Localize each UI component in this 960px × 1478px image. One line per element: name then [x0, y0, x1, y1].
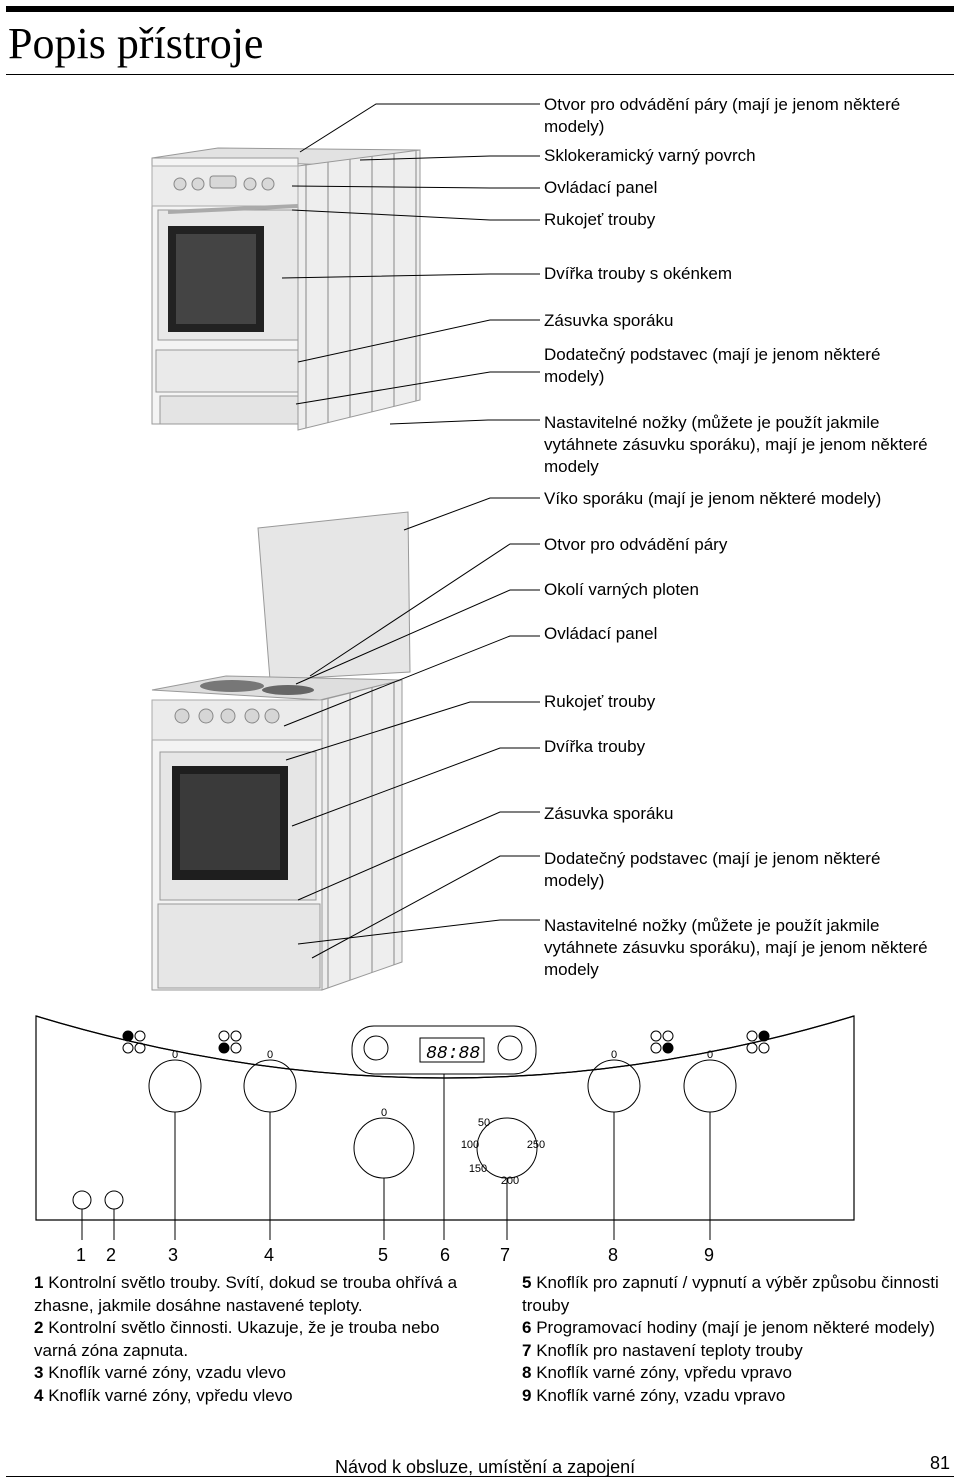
label-adjustable-feet-2: Nastavitelné nožky (můžete je použít jak… [544, 916, 928, 979]
panel-number-5: 5 [378, 1245, 389, 1265]
label-ceramic-hob: Sklokeramický varný povrch [544, 146, 756, 165]
title-rule [6, 74, 954, 75]
svg-text:0: 0 [611, 1049, 617, 1061]
panel-number-8: 8 [608, 1245, 619, 1265]
panel-number-3: 3 [168, 1245, 179, 1265]
label-oven-door: Dvířka trouby [544, 737, 646, 756]
lower-leader-lines [283, 497, 540, 959]
legend-item: 8 Knoflík varné zóny, vpředu vpravo [522, 1363, 792, 1382]
svg-text:150: 150 [469, 1163, 487, 1175]
oven-lamp-icon [72, 1190, 92, 1210]
svg-text:50: 50 [478, 1117, 490, 1129]
legend-item: 4 Knoflík varné zóny, vpředu vlevo [34, 1385, 293, 1405]
legend-right: 5 Knoflík pro zapnutí / vypnutí a výběr … [522, 1272, 942, 1407]
svg-text:0: 0 [707, 1049, 713, 1061]
operation-lamp-icon [104, 1190, 124, 1210]
legend-item: 7 Knoflík pro nastavení teploty trouby [522, 1340, 803, 1360]
label-control-panel-2: Ovládací panel [544, 624, 658, 643]
cooker-lid [257, 511, 411, 681]
svg-text:0: 0 [172, 1049, 178, 1061]
svg-text:0: 0 [267, 1049, 273, 1061]
legend-item: 6 Programovací hodiny (mají je jenom něk… [522, 1318, 935, 1337]
lower-cooker [151, 675, 403, 991]
label-drawer: Zásuvka sporáku [544, 311, 674, 330]
page-footer: Návod k obsluze, umístění a zapojení [335, 1457, 636, 1477]
legend-item: 2 Kontrolní světlo činnosti. Ukazuje, že… [34, 1318, 440, 1360]
control-panel-drawing: 88:88 0 0 0 0 0 50 100 150 200 250 [35, 1015, 855, 1240]
label-steam-vent-2: Otvor pro odvádění páry [544, 535, 728, 554]
legend-item: 9 Knoflík varné zóny, vzadu vpravo [522, 1385, 786, 1405]
label-plinth: Dodatečný podstavec (mají je jenom někte… [544, 345, 881, 386]
label-drawer-2: Zásuvka sporáku [544, 804, 674, 823]
legend-item: 3 Knoflík varné zóny, vzadu vlevo [34, 1363, 287, 1382]
label-oven-door-window: Dvířka trouby s okénkem [544, 264, 733, 283]
label-plinth-2: Dodatečný podstavec (mají je jenom někte… [544, 849, 881, 890]
panel-number-2: 2 [106, 1245, 117, 1265]
label-steam-vent: Otvor pro odvádění páry (mají je jenom n… [544, 95, 901, 136]
legend-item: 1 Kontrolní světlo trouby. Svítí, dokud … [34, 1273, 458, 1315]
upper-cooker [151, 147, 421, 431]
footer-rule [6, 1476, 954, 1477]
page-number: 81 [930, 1453, 951, 1473]
panel-number-1: 1 [76, 1245, 87, 1265]
label-adjustable-feet: Nastavitelné nožky (můžete je použít jak… [544, 413, 928, 476]
panel-number-4: 4 [264, 1245, 275, 1265]
panel-number-9: 9 [704, 1245, 715, 1265]
upper-leader-lines [281, 103, 540, 425]
label-oven-handle: Rukojeť trouby [544, 210, 656, 229]
legend-item: 5 Knoflík pro zapnutí / vypnutí a výběr … [522, 1273, 939, 1315]
page-title: Popis přístroje [8, 19, 264, 68]
label-hob-surround: Okolí varných ploten [544, 580, 699, 599]
panel-number-7: 7 [500, 1245, 511, 1265]
svg-text:0: 0 [381, 1107, 387, 1119]
label-control-panel: Ovládací panel [544, 178, 658, 197]
label-oven-handle-2: Rukojeť trouby [544, 692, 656, 711]
label-lid: Víko sporáku (mají je jenom některé mode… [544, 489, 882, 508]
clock-display: 88:88 [426, 1044, 480, 1064]
top-rule [6, 6, 954, 12]
panel-number-6: 6 [440, 1245, 451, 1265]
svg-text:200: 200 [501, 1175, 519, 1187]
legend-left: 1 Kontrolní světlo trouby. Svítí, dokud … [34, 1272, 474, 1407]
svg-text:250: 250 [527, 1139, 545, 1151]
svg-text:100: 100 [461, 1139, 479, 1151]
